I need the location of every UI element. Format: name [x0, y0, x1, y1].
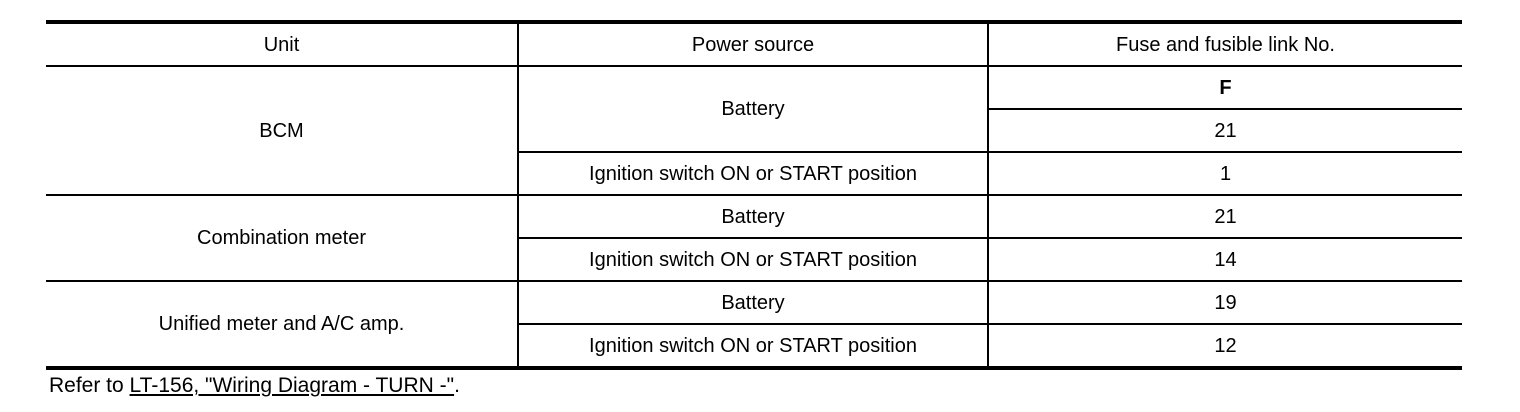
cell-fuse-value: 12 — [987, 323, 1462, 369]
cell-power-source-ignition: Ignition switch ON or START position — [517, 323, 989, 369]
cell-power-source-ignition: Ignition switch ON or START position — [517, 237, 989, 282]
cell-fuse-value: F — [987, 65, 1462, 110]
cell-unit-combination-meter: Combination meter — [46, 194, 519, 282]
power-source-fuse-table: Unit Power source Fuse and fusible link … — [46, 20, 1462, 370]
cell-fuse-value: 1 — [987, 151, 1462, 196]
header-cell-unit: Unit — [46, 21, 519, 67]
header-cell-power-source: Power source — [517, 21, 989, 67]
cell-power-source-ignition: Ignition switch ON or START position — [517, 151, 989, 196]
reference-note: Refer to LT-156, "Wiring Diagram - TURN … — [49, 374, 460, 398]
table-row: Ignition switch ON or START position 1 — [46, 151, 1462, 196]
table-row: 21 — [46, 108, 1462, 153]
reference-suffix-text: . — [454, 374, 460, 397]
header-cell-fuse-no: Fuse and fusible link No. — [987, 21, 1462, 67]
table-row: Combination meter Battery 21 — [46, 194, 1462, 282]
table-row: Unified meter and A/C amp. Battery 19 — [46, 280, 1462, 369]
cell-fuse-value: 21 — [987, 108, 1462, 153]
table-row: BCM Battery F — [46, 65, 1462, 196]
cell-unit-unified-meter-ac-amp: Unified meter and A/C amp. — [46, 280, 519, 369]
reference-link[interactable]: LT-156, "Wiring Diagram - TURN -" — [129, 374, 455, 397]
cell-fuse-value: 19 — [987, 280, 1462, 325]
reference-prefix-text: Refer to — [49, 374, 130, 397]
table-row: Ignition switch ON or START position 12 — [46, 323, 1462, 369]
cell-unit-bcm: BCM — [46, 65, 519, 196]
table-header-row: Unit Power source Fuse and fusible link … — [46, 21, 1462, 67]
cell-fuse-value: 21 — [987, 194, 1462, 239]
cell-fuse-value: 14 — [987, 237, 1462, 282]
cell-power-source-battery: Battery — [517, 280, 989, 325]
cell-power-source-battery: Battery — [517, 194, 989, 239]
table-row: Ignition switch ON or START position 14 — [46, 237, 1462, 282]
cell-power-source-battery: Battery — [517, 65, 989, 153]
